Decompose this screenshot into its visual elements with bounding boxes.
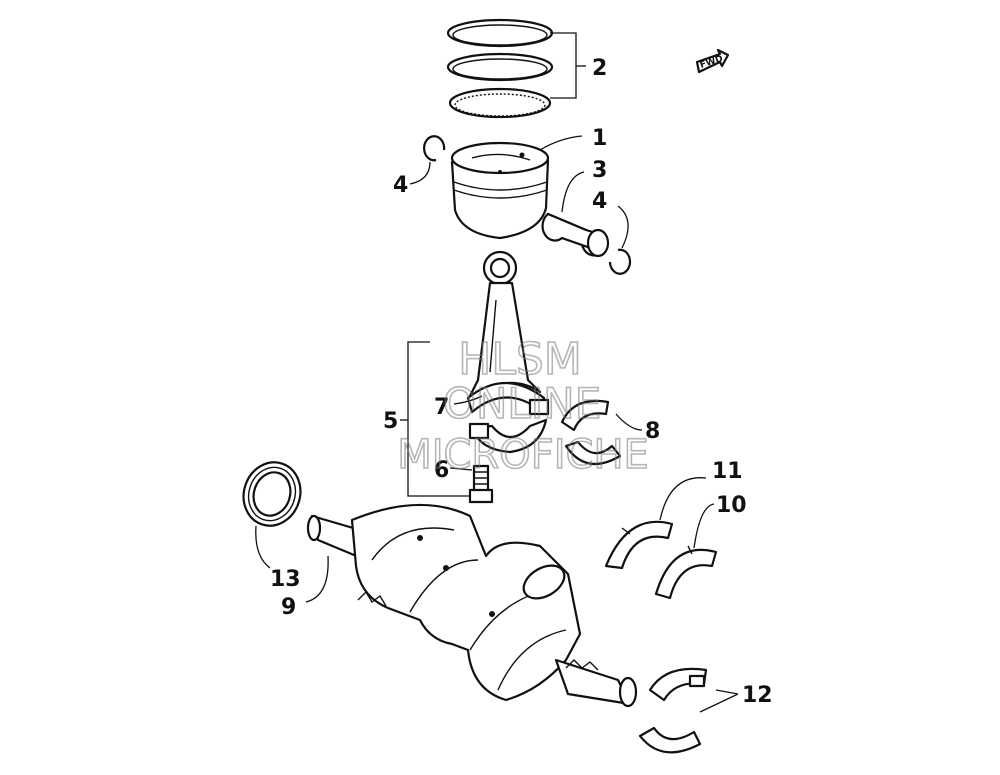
main-bearing [638,667,708,754]
callout-7: 7 [434,395,449,420]
callout-4-right: 4 [592,189,607,214]
piston [450,141,550,240]
fwd-arrow-icon: FWD [695,48,730,74]
thrust-washer-10 [654,545,718,600]
oil-seal [242,461,302,527]
callout-10: 10 [716,493,747,518]
connecting-rod-cap [468,398,550,454]
callouts: 2 1 3 4 4 5 7 6 8 11 10 12 13 9 [270,56,773,708]
callout-5: 5 [383,409,398,434]
connecting-rod [466,250,546,414]
callout-1: 1 [592,126,607,151]
rod-bearing-lower [564,440,622,466]
piston-rings [446,18,554,119]
watermark-line1: HLSM [458,334,582,385]
callout-8: 8 [645,419,660,444]
circlip-left [423,135,446,162]
callout-6: 6 [434,458,449,483]
thrust-washer-11 [604,520,674,570]
callout-13: 13 [270,567,301,592]
callout-11: 11 [712,459,743,484]
rod-bearing-upper [560,399,610,432]
callout-12: 12 [742,683,773,708]
fwd-label: FWD [699,54,724,71]
callout-3: 3 [592,158,607,183]
callout-2: 2 [592,56,607,81]
callout-9: 9 [281,595,296,620]
crankshaft [306,503,638,708]
wrist-pin [541,212,610,258]
watermark-line2: ONLINE [443,379,601,428]
callout-4-left: 4 [393,173,408,198]
watermark: HLSM ONLINE MICROFICHE [396,333,649,479]
rod-bolt [468,464,494,504]
leader-lines [255,32,739,713]
watermark-line3: MICROFICHE [397,432,649,478]
circlip-right [608,248,632,275]
